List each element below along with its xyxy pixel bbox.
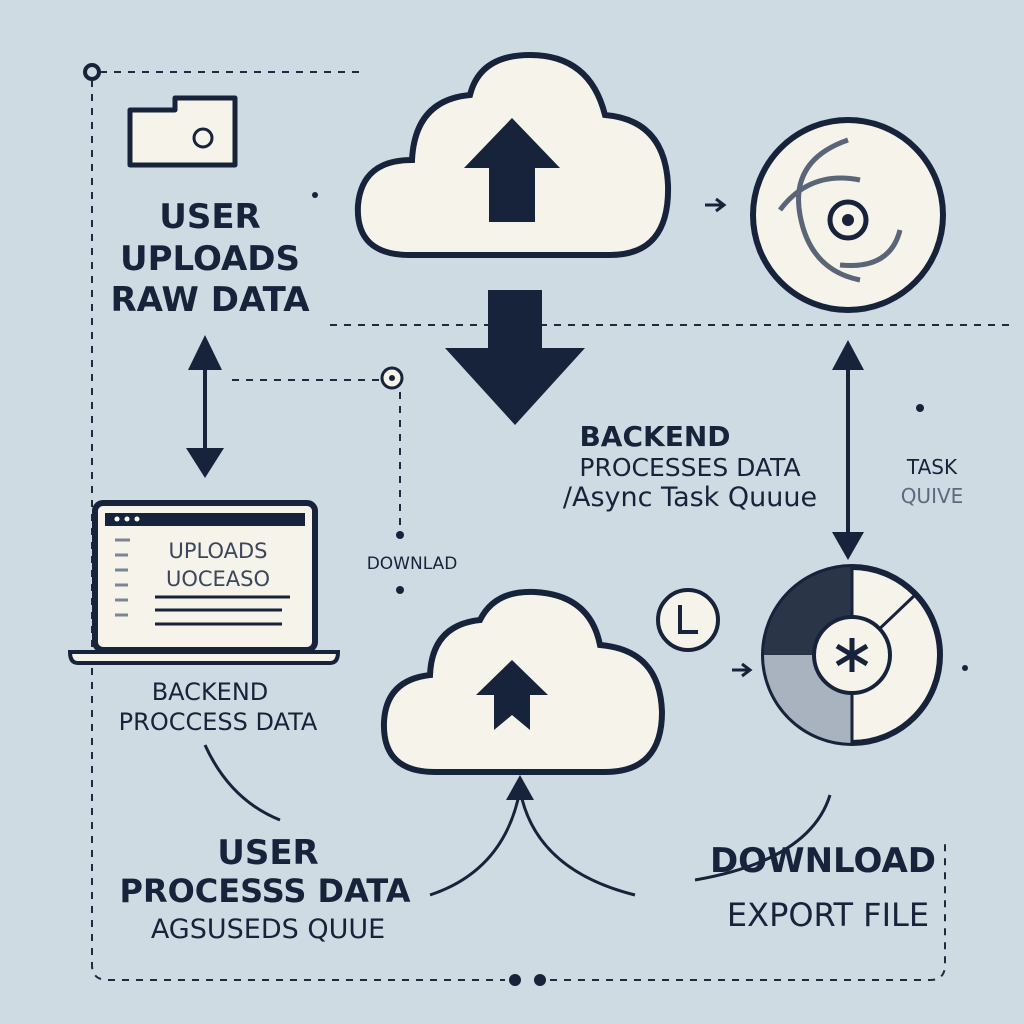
laptop-icon: UPLOADS UOCEASO bbox=[67, 500, 341, 665]
label-line: PROCESSS DATA bbox=[120, 872, 411, 910]
down-arrow-icon bbox=[445, 290, 585, 425]
screen-text: UOCEASO bbox=[166, 567, 270, 591]
download-small-label: DOWNLAD bbox=[367, 554, 458, 574]
backend-async-label: BACKEND PROCESSES DATA /Async Task Quuue bbox=[563, 420, 817, 513]
label-line: RAW DATA bbox=[110, 280, 310, 320]
screen-text: UPLOADS bbox=[168, 539, 267, 563]
label-line: BACKEND bbox=[579, 420, 730, 453]
download-export-label: DOWNLOAD EXPORT FILE bbox=[710, 841, 936, 934]
label-line: PROCCESS DATA bbox=[119, 708, 318, 736]
label-line: USER bbox=[159, 197, 261, 237]
label-line: UPLOADS bbox=[120, 239, 300, 279]
arrow-right-icon bbox=[705, 197, 727, 213]
user-uploads-label: USER UPLOADS RAW DATA bbox=[110, 197, 310, 320]
vertical-connector-arrow bbox=[832, 340, 864, 560]
pie-chart-icon bbox=[761, 564, 943, 746]
clock-icon bbox=[656, 588, 720, 652]
frame-connectors bbox=[83, 63, 1010, 986]
label-line: PROCESSES DATA bbox=[579, 453, 800, 482]
folder-icon bbox=[127, 95, 238, 168]
user-process-label: USER PROCESSS DATA AGSUSEDS QUUE bbox=[120, 833, 411, 945]
label-line: QUIVE bbox=[901, 484, 964, 508]
upload-cloud-icon bbox=[354, 51, 672, 258]
download-cloud-icon bbox=[380, 588, 666, 775]
curved-connectors bbox=[203, 744, 832, 897]
label-line: TASK bbox=[906, 455, 958, 479]
task-queue-label: TASK QUIVE bbox=[901, 455, 964, 508]
backend-process-label: BACKEND PROCCESS DATA bbox=[119, 678, 318, 736]
label-line: BACKEND bbox=[152, 678, 269, 706]
double-arrow-icon bbox=[186, 335, 224, 478]
label-line: AGSUSEDS QUUE bbox=[151, 914, 385, 945]
label-line: EXPORT FILE bbox=[727, 896, 929, 934]
label-line: /Async Task Quuue bbox=[563, 482, 817, 513]
disc-icon bbox=[750, 117, 946, 313]
arrow-right-icon bbox=[732, 662, 753, 678]
label-line: DOWNLOAD bbox=[710, 841, 936, 881]
label-line: USER bbox=[217, 833, 319, 873]
